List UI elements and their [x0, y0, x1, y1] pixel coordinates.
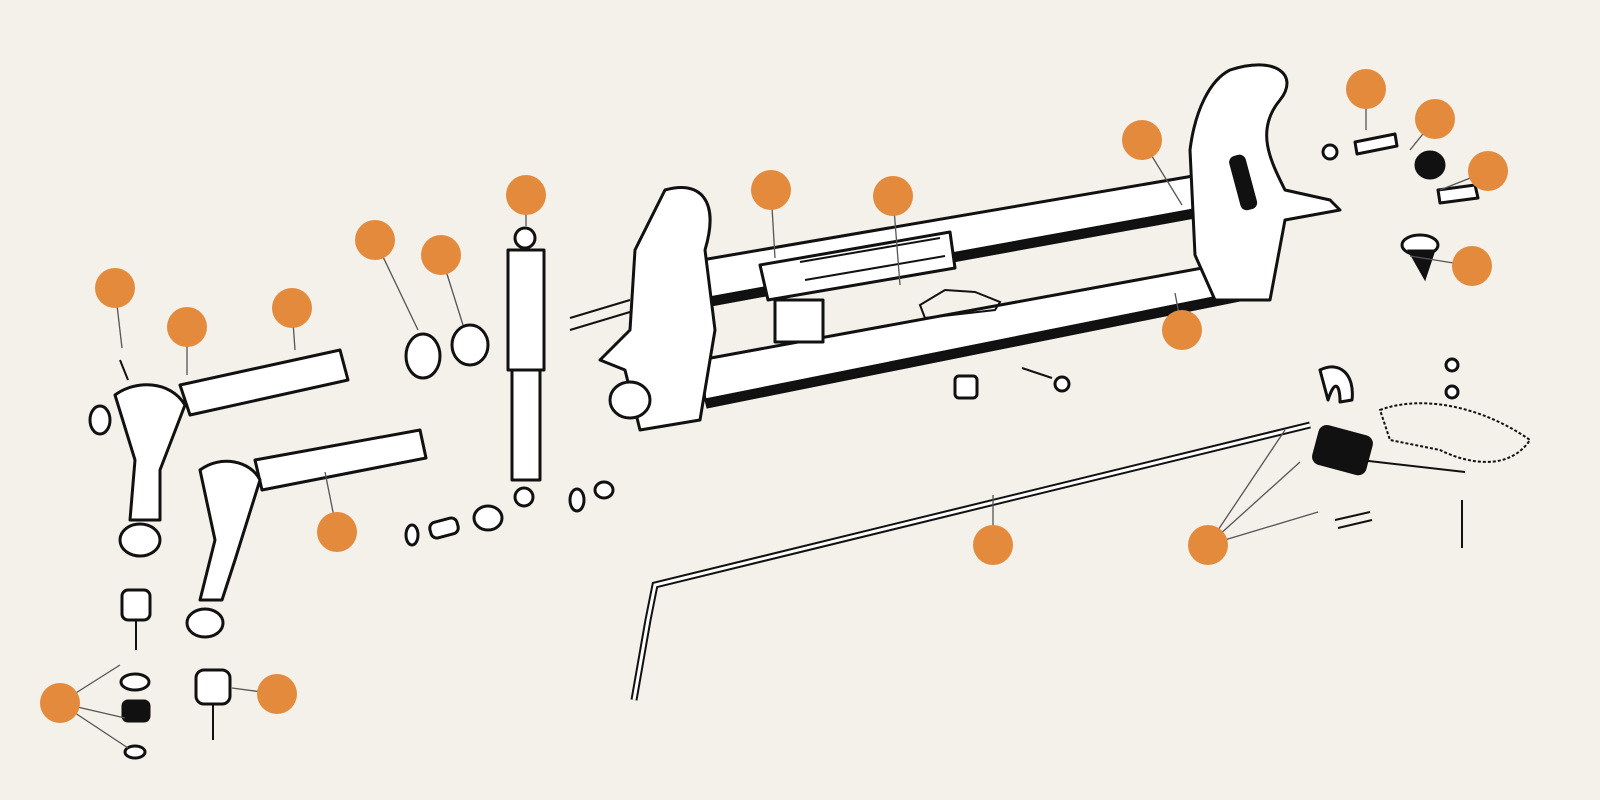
bracket — [918, 288, 1002, 320]
part-hotspot-13[interactable] — [1452, 246, 1492, 286]
part-hotspot-14[interactable] — [1162, 310, 1202, 350]
part-hotspot-1[interactable] — [95, 268, 135, 308]
torsion-bar-sleeve — [758, 230, 957, 302]
part-hotspot-6[interactable] — [506, 175, 546, 215]
small-hardware — [119, 132, 1480, 548]
part-hotspot-9[interactable] — [1122, 120, 1162, 160]
part-hotspot-11[interactable] — [1415, 99, 1455, 139]
part-hotspot-2[interactable] — [167, 307, 207, 347]
needle-bearing — [450, 323, 490, 367]
roll-bar-clamp — [1318, 365, 1354, 404]
part-hotspot-8[interactable] — [873, 176, 913, 216]
upper-trailing-arm — [88, 348, 350, 558]
mounting-plate — [773, 298, 825, 344]
ball-joint-upper — [119, 588, 152, 760]
part-hotspot-3[interactable] — [272, 288, 312, 328]
bushing-clamp — [404, 332, 442, 380]
anti-roll-bar — [630, 421, 1311, 701]
part-hotspot-7[interactable] — [751, 170, 791, 210]
right-side-plate — [1188, 63, 1342, 302]
part-hotspot-15[interactable] — [973, 525, 1013, 565]
ball-joint-lower — [194, 668, 232, 740]
link-arm-outline — [1378, 402, 1532, 463]
part-hotspot-4[interactable] — [355, 220, 395, 260]
part-hotspot-12[interactable] — [1468, 151, 1508, 191]
part-hotspot-10[interactable] — [1346, 69, 1386, 109]
lower-trailing-arm — [185, 428, 428, 639]
exploded-suspension-drawing — [88, 63, 1532, 760]
hotspots — [40, 69, 1508, 723]
leader-line — [1207, 461, 1301, 546]
shock-absorber — [506, 226, 546, 508]
drop-link — [1359, 459, 1466, 473]
leader-line — [1207, 429, 1286, 546]
left-side-plate — [598, 186, 717, 432]
part-hotspot-16[interactable] — [1188, 525, 1228, 565]
left-bushing — [608, 380, 652, 420]
part-hotspot-19[interactable] — [40, 683, 80, 723]
part-hotspot-18[interactable] — [257, 674, 297, 714]
part-hotspot-17[interactable] — [317, 512, 357, 552]
part-hotspot-5[interactable] — [421, 235, 461, 275]
roll-bar-rubber-mount — [1312, 424, 1373, 476]
